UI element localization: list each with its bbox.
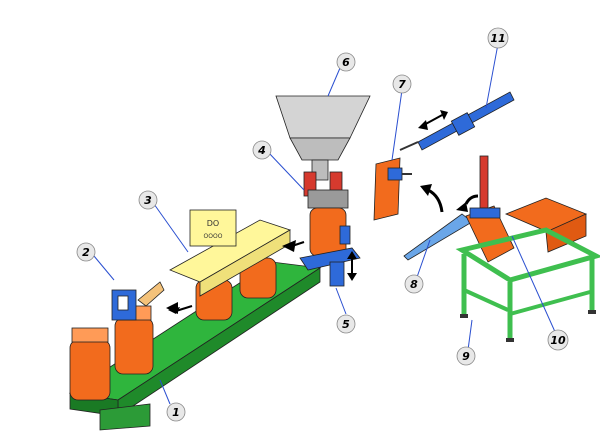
label-10: 10 [550, 334, 566, 347]
callout-1: 1 [166, 402, 186, 422]
filler-base [299, 247, 361, 271]
guide-chute [403, 213, 473, 261]
callout-9: 9 [456, 346, 476, 366]
bag-clamp-device [111, 281, 165, 321]
callout-6: 6 [336, 52, 356, 72]
leader-lines [93, 43, 557, 405]
lift-cylinder [329, 251, 357, 287]
bag-placer [373, 157, 412, 221]
callout-2: 2 [76, 242, 96, 262]
callout-7: 7 [392, 74, 412, 94]
callout-11: 11 [487, 27, 509, 49]
label-3: 3 [144, 194, 152, 207]
label-11: 11 [490, 32, 505, 45]
label-2: 2 [82, 246, 90, 259]
callout-8: 8 [404, 274, 424, 294]
label-9: 9 [462, 350, 470, 363]
label-7: 7 [398, 78, 406, 91]
left-arrow-conveyor [166, 302, 178, 314]
support-frame [455, 227, 600, 342]
sealer: DO OOOO [169, 209, 291, 297]
left-arrow-filler [282, 240, 305, 252]
filling-bag [309, 207, 351, 257]
bag-magazine [465, 155, 587, 263]
bag-1 [69, 327, 111, 401]
label-4: 4 [257, 144, 266, 157]
controller-text-1: DO [207, 219, 219, 228]
double-arrow-cylinder [418, 110, 448, 130]
callout-10: 10 [547, 329, 569, 351]
pusher-cylinder [399, 91, 515, 151]
callout-4: 4 [252, 140, 272, 160]
hopper [275, 95, 371, 181]
controller-text-2: OOOO [204, 233, 223, 240]
label-5: 5 [342, 318, 350, 331]
label-8: 8 [410, 278, 418, 291]
transfer-arrow [420, 184, 479, 213]
callout-3: 3 [138, 190, 158, 210]
label-6: 6 [342, 56, 350, 69]
callout-5: 5 [336, 314, 356, 334]
filling-valve [303, 171, 349, 209]
label-1: 1 [172, 406, 180, 419]
